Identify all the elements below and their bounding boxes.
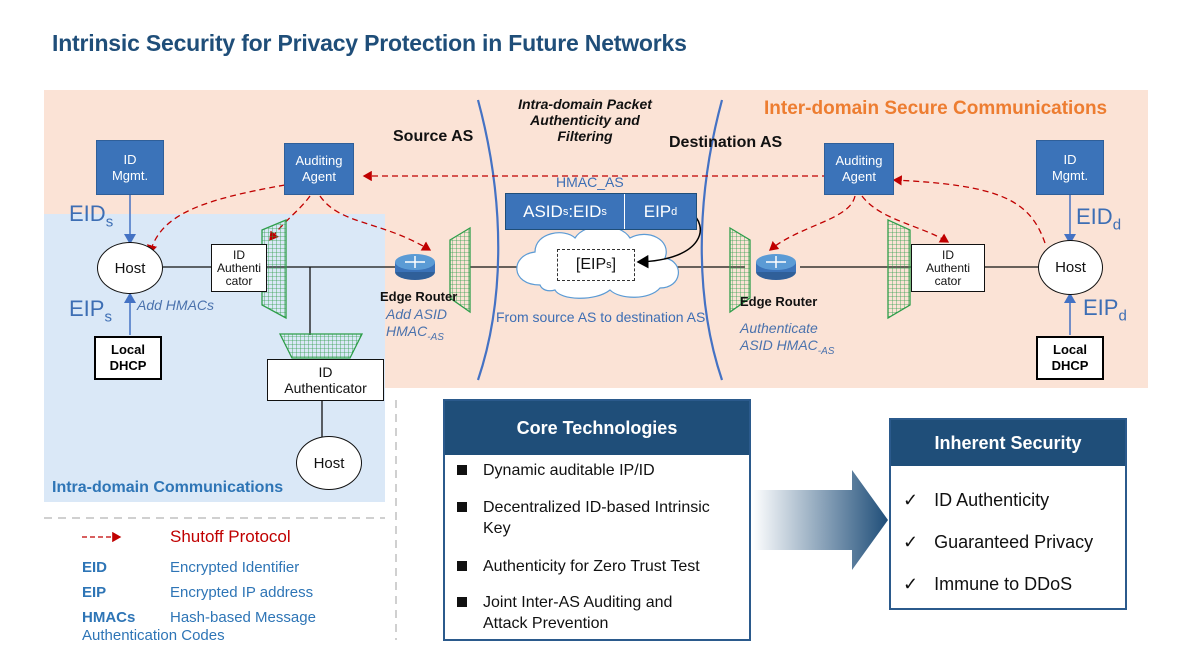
filter-lower-auth <box>278 333 364 359</box>
inherent-security-heading: Inherent Security <box>891 420 1125 466</box>
core-technologies-panel: Core Technologies Dynamic auditable IP/I… <box>443 399 751 641</box>
checkmark-icon: ✓ <box>903 532 919 552</box>
host-lower: Host <box>296 436 362 490</box>
router-icon-src <box>395 254 435 280</box>
legend-value-cont: Authentication Codes <box>82 627 225 644</box>
filter-dst-router <box>729 226 751 314</box>
local-dhcp-right: Local DHCP <box>1036 336 1104 380</box>
destination-as-label: Destination AS <box>669 134 783 151</box>
bullet-icon <box>457 502 467 512</box>
legend-key: EID <box>82 559 108 576</box>
host-left: Host <box>97 242 163 294</box>
id-mgmt-box-left: ID Mgmt. <box>96 140 164 195</box>
filter-right-auth <box>887 218 911 320</box>
shutoff-host-to-agent <box>892 175 1046 244</box>
bullet-icon <box>457 561 467 571</box>
inherent-security-panel: Inherent Security ✓ID Authenticity ✓Guar… <box>889 418 1127 610</box>
checkmark-icon: ✓ <box>903 490 919 510</box>
from-to-label: From source AS to destination AS <box>496 309 706 325</box>
id-authenticator-left: ID Authenti cator <box>211 244 267 292</box>
legend-value: Hash-based Message <box>170 609 316 626</box>
id-mgmt-box-right: ID Mgmt. <box>1036 140 1104 195</box>
edge-router-dst-label: Edge Router <box>740 294 818 309</box>
core-technologies-heading: Core Technologies <box>445 401 749 455</box>
core-item: Dynamic auditable IP/ID <box>457 460 655 481</box>
eip-d-label: EIPd <box>1083 295 1127 325</box>
source-as-label: Source AS <box>393 128 474 145</box>
inherent-item: ✓Immune to DDoS <box>903 574 1073 594</box>
legend-value: Encrypted IP address <box>170 584 314 601</box>
legend-shutoff: Shutoff Protocol <box>170 527 291 546</box>
add-hmacs-label: Add HMACs <box>137 297 215 313</box>
legend-key: EIP <box>82 584 107 601</box>
bullet-icon <box>457 597 467 607</box>
intra-domain-packet-label: Intra-domain Packet Authenticity and Fil… <box>518 96 652 144</box>
hmac-as-label: HMAC_AS <box>556 174 624 190</box>
legend-value: Encrypted Identifier <box>170 559 300 576</box>
core-item: Joint Inter-AS Auditing and Attack Preve… <box>457 592 717 634</box>
auditing-agent-left: Auditing Agent <box>284 143 354 195</box>
checkmark-icon: ✓ <box>903 574 919 594</box>
eid-s-label: EIDs <box>69 201 114 231</box>
destination-as-boundary <box>700 99 724 381</box>
shutoff-agent-to-router <box>319 195 432 251</box>
id-authenticator-lower: ID Authenticator <box>267 359 384 401</box>
auditing-agent-right: Auditing Agent <box>824 143 894 195</box>
local-dhcp-left: Local DHCP <box>94 336 162 380</box>
router-icon-dst <box>756 254 796 280</box>
source-as-boundary <box>476 99 500 381</box>
bullet-icon <box>457 465 467 475</box>
host-right: Host <box>1038 240 1103 295</box>
page-title: Intrinsic Security for Privacy Protectio… <box>52 30 687 56</box>
inherent-item: ✓Guaranteed Privacy <box>903 532 1094 552</box>
inter-domain-title: Inter-domain Secure Communications <box>764 98 1108 119</box>
id-authenticator-right: ID Authenti cator <box>911 244 985 292</box>
eid-d-label: EIDd <box>1076 204 1122 234</box>
shutoff-agent-to-dst-router <box>769 195 856 251</box>
core-item: Decentralized ID-based Intrinsic Key <box>457 497 737 539</box>
legend-key: HMACs <box>82 609 136 626</box>
eip-s-label: EIPs <box>69 296 112 326</box>
big-arrow <box>752 470 888 570</box>
intra-domain-title: Intra-domain Communications <box>52 479 284 496</box>
inherent-item: ✓ID Authenticity <box>903 490 1050 510</box>
core-item: Authenticity for Zero Trust Test <box>457 556 700 577</box>
filter-src-router <box>449 226 471 314</box>
edge-router-src-label: Edge Router <box>380 289 458 304</box>
